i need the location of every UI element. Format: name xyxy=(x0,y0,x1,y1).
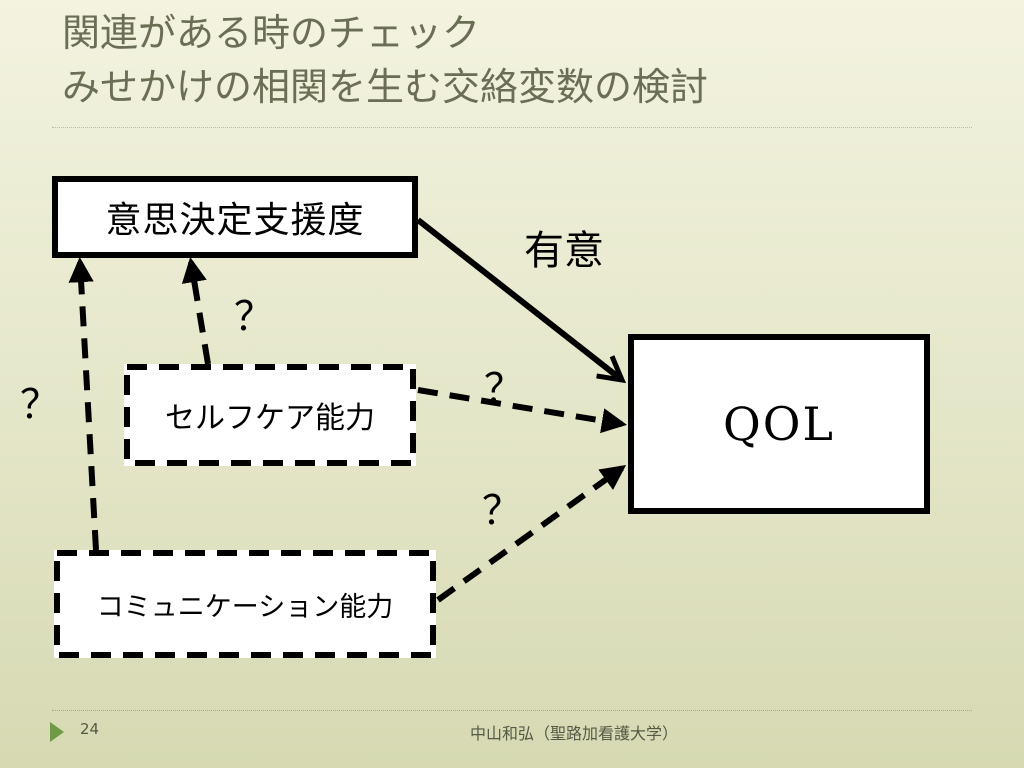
communication-box: コミュニケーション能力 xyxy=(54,550,436,658)
question-mark-selfcare-decision: ？ xyxy=(234,294,274,340)
self-care-label: セルフケア能力 xyxy=(165,401,375,436)
question-mark-selfcare-qol: ？ xyxy=(484,366,524,412)
qol-label: QOL xyxy=(723,397,835,451)
significant-label: 有意 xyxy=(524,228,604,274)
self-care-box: セルフケア能力 xyxy=(124,364,416,466)
title-divider xyxy=(52,127,972,128)
arrow-selfcare-to-decision xyxy=(181,257,211,365)
footer-author: 中山和弘（聖路加看護大学） xyxy=(470,724,679,743)
title-line-2: みせかけの相関を生む交絡変数の検討 xyxy=(62,65,709,109)
qol-box: QOL xyxy=(628,334,930,514)
decision-support-box: 意思決定支援度 xyxy=(52,176,418,258)
self-care-box-border xyxy=(124,364,416,466)
page-number: 24 xyxy=(80,720,100,738)
question-mark-communication-decision: ？ xyxy=(20,382,60,428)
title-line-1: 関連がある時のチェック xyxy=(62,11,481,55)
play-triangle-icon xyxy=(50,722,64,742)
footer-divider xyxy=(52,710,972,711)
arrow-communication-to-qol xyxy=(436,465,627,603)
communication-box-border xyxy=(54,550,436,658)
question-mark-communication-qol: ？ xyxy=(482,488,522,534)
slide-title: 関連がある時のチェック みせかけの相関を生む交絡変数の検討 xyxy=(62,6,708,114)
decision-support-label: 意思決定支援度 xyxy=(105,200,365,241)
communication-label: コミュニケーション能力 xyxy=(96,591,394,623)
arrow-communication-to-decision xyxy=(68,256,99,551)
